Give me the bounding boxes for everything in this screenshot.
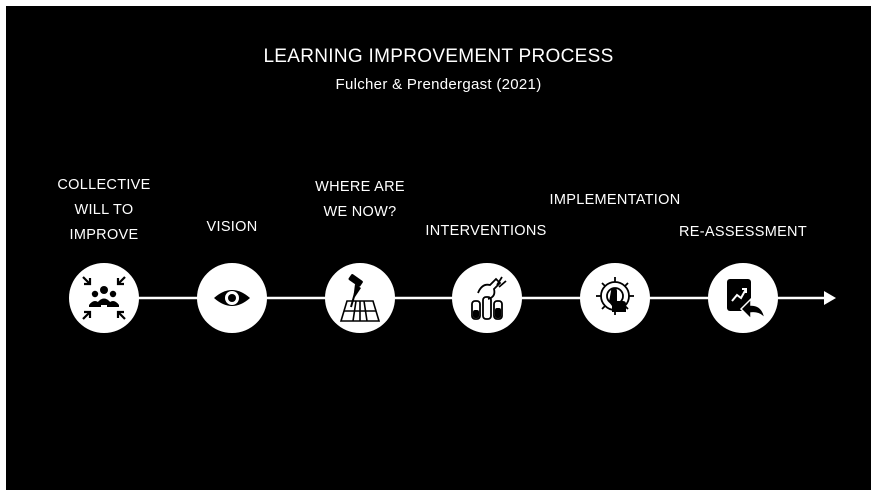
map-pin-icon bbox=[339, 274, 381, 322]
report-return-icon bbox=[727, 279, 766, 321]
timeline-arrowhead bbox=[824, 291, 836, 305]
slide: LEARNING IMPROVEMENT PROCESS Fulcher & P… bbox=[6, 6, 871, 490]
diagram-subtitle: Fulcher & Prendergast (2021) bbox=[335, 76, 542, 93]
step-label-collective-will: COLLECTIVE WILL TO IMPROVE bbox=[57, 177, 151, 243]
step-label-interventions: INTERVENTIONS bbox=[425, 223, 547, 239]
step-label-where-are-we-now: WHERE ARE WE NOW? bbox=[315, 179, 405, 220]
diagram-title: LEARNING IMPROVEMENT PROCESS bbox=[263, 46, 614, 67]
step-label-vision: VISION bbox=[206, 219, 258, 235]
timeline bbox=[69, 263, 836, 333]
step-circle-4 bbox=[452, 263, 522, 333]
step-label-implementation: IMPLEMENTATION bbox=[549, 192, 681, 208]
gear-hand-icon bbox=[596, 277, 634, 315]
eye-icon bbox=[214, 290, 250, 306]
step-label-re-assessment: RE-ASSESSMENT bbox=[679, 224, 807, 240]
lab-beakers-icon bbox=[471, 276, 507, 320]
people-converge-icon bbox=[82, 276, 126, 320]
